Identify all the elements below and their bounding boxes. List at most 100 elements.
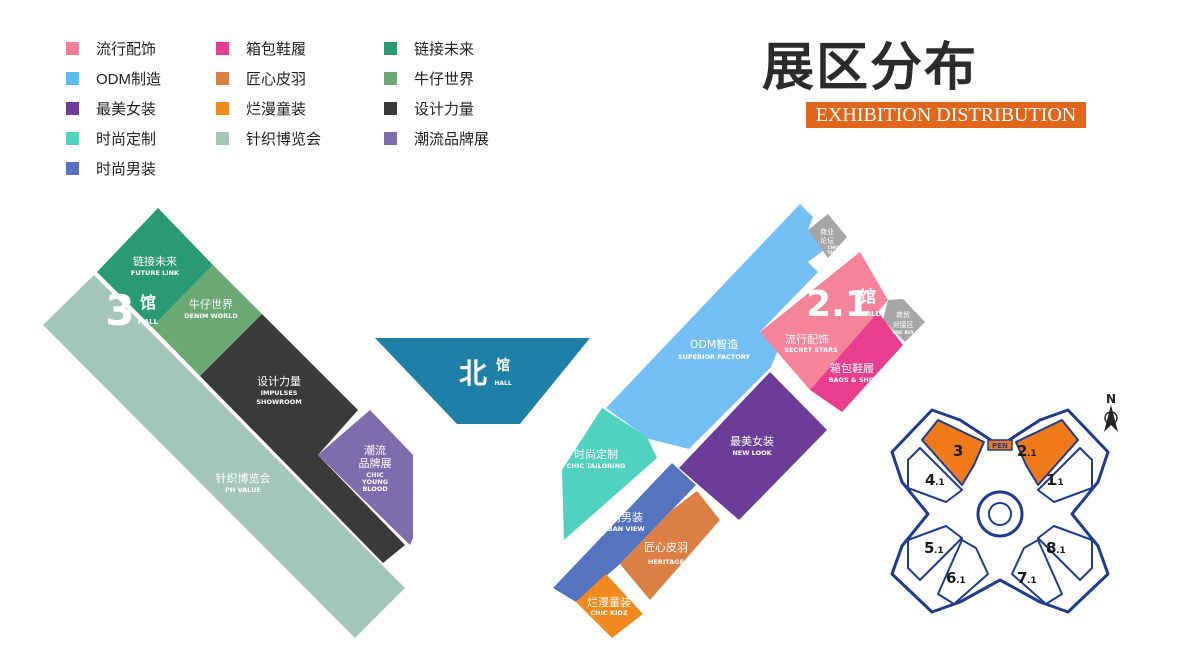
site-label-num: 6 [946,569,956,587]
zone-label-cn: ODM智造 [690,337,739,351]
page-subtitle: EXHIBITION DISTRIBUTION [815,103,1077,126]
legend-swatch [384,41,397,55]
hall21-char: 馆 [860,287,876,306]
north-hall-en: HALL [494,380,511,387]
zone-label-cn: 针织博览会 [216,471,271,485]
site-label-sub: .1 [956,576,966,586]
north-hall-guan: 馆 [496,357,510,374]
site-label-num: 1 [1046,471,1056,489]
zone-label-cn: 设计力量 [257,375,301,388]
zone-chic-young-blood[interactable] [318,410,413,545]
site-hall-4-1[interactable] [907,447,963,503]
zone-label-en: HERITAGE [648,558,684,566]
legend-label: 最美女装 [96,100,157,118]
zone-label-cn: 匠心皮羽 [644,541,688,554]
zone-new-look[interactable] [679,372,827,520]
legend-item: 箱包鞋履 [216,37,306,59]
legend-item: 匠心皮羽 [216,67,306,89]
site-label-sub: .1 [1027,576,1037,586]
legend-item: 最美女装 [66,97,156,119]
site-label-sub: .1 [1054,478,1064,488]
zone-label-cn: 对接区 [893,320,914,329]
zone-label-en: YOUNG [361,478,388,486]
legend-swatch [216,101,229,115]
zone-denim-world[interactable] [152,265,262,376]
legend-item: ODM制造 [66,67,161,89]
zone-label-cn: 论坛 [820,236,834,245]
subtitle-banner: EXHIBITION DISTRIBUTION [806,102,1086,128]
legend-label: ODM制造 [96,70,161,88]
site-label-num: 7 [1017,569,1027,587]
zone-label-cn: 烂漫童装 [587,595,631,609]
site-hall-1-1[interactable] [1037,447,1093,503]
site-label-num: 8 [1046,539,1056,557]
zone-future-link[interactable] [97,208,213,327]
zone-label-en: PH VALUE [225,486,261,494]
zone-label-en: BLOOD [362,485,388,493]
zone-urban-view[interactable] [553,463,696,602]
legend-swatch [66,131,79,145]
zone-trade-area[interactable] [883,299,925,342]
zone-chic-kidz[interactable] [576,574,643,638]
compass-icon: N [1104,392,1118,432]
site-label-sub: .1 [935,478,945,488]
zone-heritage[interactable] [620,491,720,600]
site-hall-labels: 3 2 .1 4 .1 1 .1 5 .1 8 .1 6 .1 7 .1 [924,442,1066,587]
legend-swatch [384,71,397,85]
zone-knit-expo[interactable] [43,275,405,638]
site-label-num: 3 [953,442,963,460]
zone-label-en: CHIC BUY [892,330,913,335]
site-hall-2-1[interactable] [1015,419,1079,486]
legend-label: 设计力量 [414,100,475,118]
zone-label-cn: 时尚定制 [574,447,618,461]
site-label-num: 4 [925,471,935,489]
site-hall-3[interactable] [921,419,985,486]
zone-label-en: CHIC KIDZ [590,609,628,617]
site-hall-8-1[interactable] [1037,525,1093,581]
site-map [890,408,1110,614]
legend-swatch [66,71,79,85]
legend-label: 链接未来 [414,40,475,58]
legend-item: 牛仔世界 [384,67,474,89]
hall3-en: HALL [138,318,159,326]
legend-label: 针织博览会 [246,130,322,148]
legend: 流行配饰 ODM制造 最美女装 时尚定制 时尚男装 箱包鞋履 匠心皮羽 烂漫童装… [66,36,526,186]
site-entrance-label: PEN [992,442,1008,450]
site-hall-7-1[interactable] [1011,539,1063,605]
zone-label-en: NEW LOOK [732,449,772,457]
zone-bags-shoes[interactable] [810,312,903,412]
site-hall-5-1[interactable] [907,525,963,581]
zone-label-cn: 箱包鞋履 [830,361,874,375]
zone-label-cn: 品牌展 [359,456,392,470]
zone-label-cn: 商业 [820,227,834,236]
site-label-num: 2 [1017,442,1027,460]
page-title: 展区分布 [762,38,979,98]
zone-label-cn: 牛仔世界 [189,297,233,311]
zone-label-cn: 链接未来 [133,254,177,268]
zone-design-power[interactable] [200,314,405,563]
legend-swatch [66,41,79,55]
zone-secret-stars[interactable] [760,252,888,390]
zone-label-en: FUTURE LINK [131,269,180,277]
zone-odm-factory[interactable] [606,204,828,449]
site-hall-6-1[interactable] [937,539,989,605]
legend-label: 潮流品牌展 [414,130,490,148]
zone-label-en: BAGS & SHOES [829,376,884,384]
hall3-char: 馆 [140,293,156,312]
site-label-sub: .1 [934,546,944,556]
zone-label-en: CHIC TAILORING [567,462,626,470]
zone-label-en: CHIC [828,245,839,250]
legend-swatch [216,131,229,145]
legend-label: 匠心皮羽 [246,70,307,88]
legend-label: 流行配饰 [96,40,157,58]
zone-chic-tailoring[interactable] [562,408,657,540]
legend-item: 设计力量 [384,97,474,119]
zone-north-hall[interactable] [375,338,590,424]
legend-item: 时尚男装 [66,157,156,179]
zone-business-forum[interactable] [808,214,847,258]
legend-item: 烂漫童装 [216,97,306,119]
legend-item: 流行配饰 [66,37,156,59]
legend-swatch [66,161,79,175]
legend-label: 烂漫童装 [246,100,307,118]
